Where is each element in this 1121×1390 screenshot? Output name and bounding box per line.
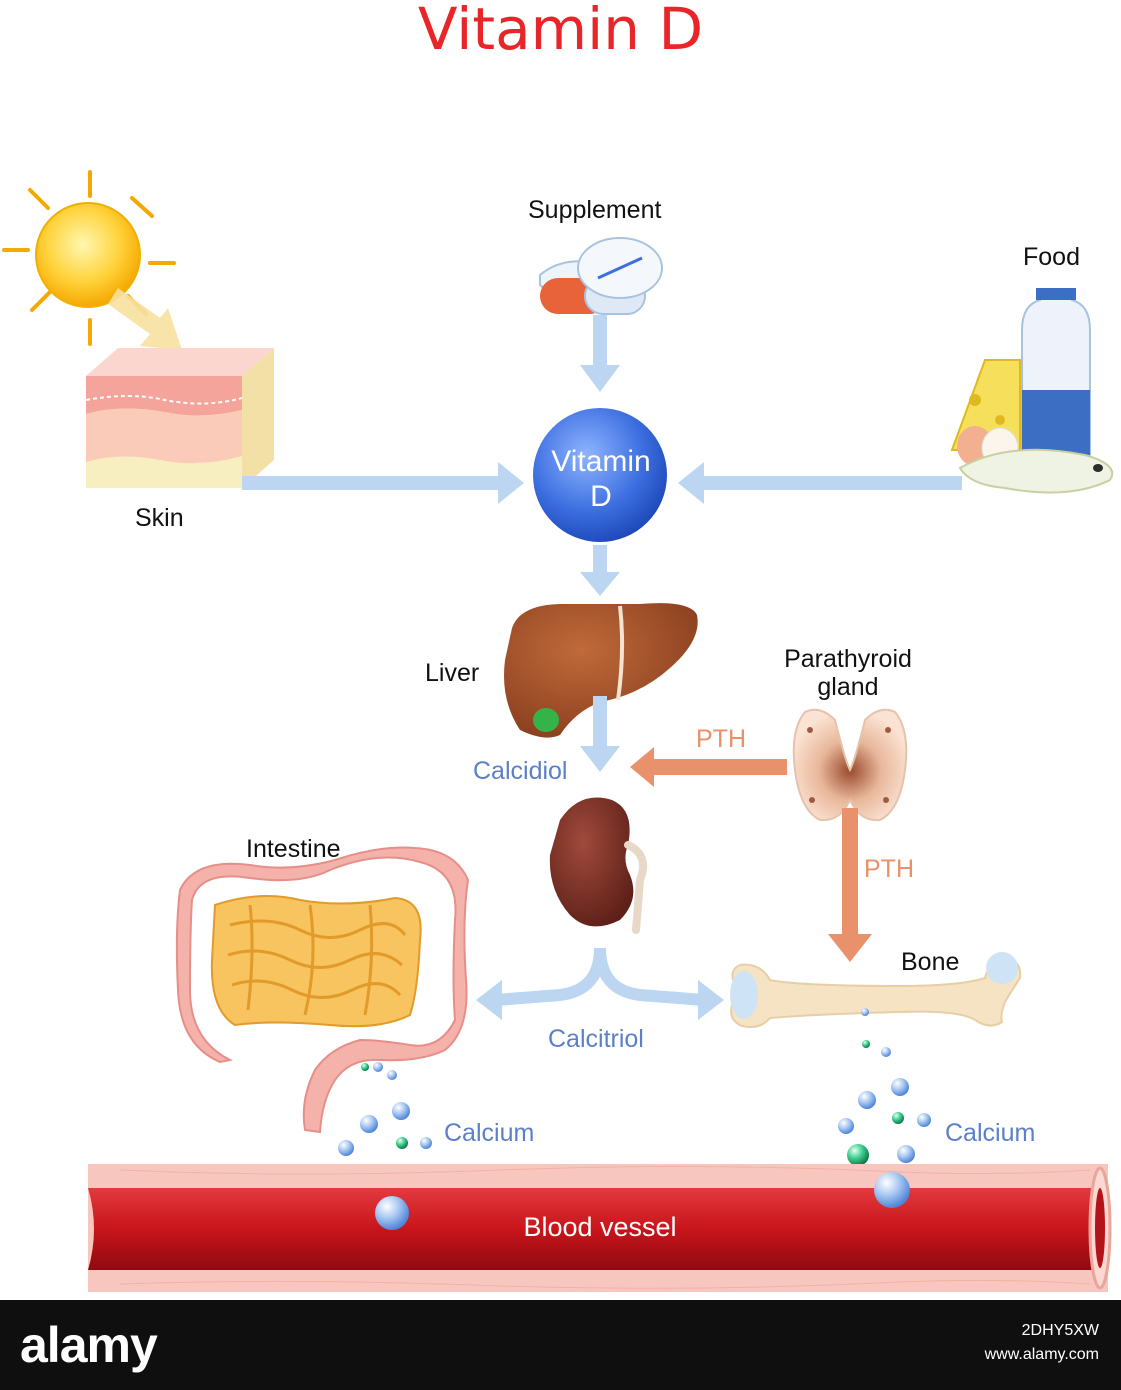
label-vitamin-d-line2: D — [590, 479, 612, 513]
bone-icon — [730, 952, 1022, 1028]
supplement-icon — [539, 237, 663, 315]
calcium-in-blood-left — [375, 1196, 409, 1230]
label-skin: Skin — [135, 504, 184, 532]
liver-icon — [504, 603, 698, 738]
label-parathyroid-line1: Parathyroid — [784, 645, 912, 673]
label-pth-left: PTH — [696, 725, 746, 753]
footer-logo: alamy — [20, 1317, 158, 1373]
label-vitamin-d-line1: Vitamin — [551, 445, 651, 478]
label-parathyroid-gland: Parathyroid gland — [768, 645, 928, 701]
label-pth-down: PTH — [864, 855, 914, 883]
arrow-pth-to-kidney — [630, 747, 787, 787]
label-food: Food — [1023, 243, 1080, 271]
kidney-icon — [549, 797, 647, 934]
blood-vessel-icon — [88, 1164, 1112, 1292]
footer-image-id: 2DHY5XW — [1021, 1322, 1099, 1339]
intestine-icon — [175, 846, 470, 1134]
arrow-food-to-vitamin-d — [678, 462, 962, 504]
parathyroid-gland-icon — [792, 708, 908, 822]
label-calcitriol: Calcitriol — [548, 1025, 644, 1053]
diagram-title: Vitamin D — [417, 0, 704, 63]
arrow-to-intestine-head — [476, 980, 502, 1020]
vitamin-d-circle — [533, 408, 667, 542]
arrow-calcitriol-branch — [497, 947, 703, 1006]
footer-bar: alamy 2DHY5XW www.alamy.com — [0, 1300, 1121, 1390]
calcium-in-blood-right — [874, 1172, 910, 1208]
label-blood-vessel: Blood vessel — [523, 1212, 677, 1242]
arrow-supplement-to-vitamin-d — [580, 315, 620, 392]
label-intestine: Intestine — [246, 835, 341, 863]
food-icon — [950, 288, 1114, 494]
calcium-bubbles-bone — [838, 1008, 931, 1166]
label-supplement: Supplement — [528, 196, 662, 224]
label-vitamin-d: Vitamin D — [531, 445, 671, 514]
diagram-graphics — [2, 170, 1114, 1292]
footer-url: www.alamy.com — [984, 1346, 1099, 1363]
skin-icon — [85, 348, 274, 488]
label-calcium-right: Calcium — [945, 1119, 1036, 1147]
label-calcidiol: Calcidiol — [473, 757, 568, 785]
label-liver: Liver — [425, 659, 480, 687]
sunlight-arrow — [108, 288, 182, 350]
label-bone: Bone — [901, 948, 960, 976]
label-calcium-left: Calcium — [444, 1119, 535, 1147]
label-parathyroid-line2: gland — [817, 672, 879, 701]
arrow-skin-to-vitamin-d — [242, 462, 524, 504]
arrow-pth-to-bone — [828, 808, 872, 962]
arrow-to-bone-head — [698, 980, 724, 1020]
arrow-liver-to-kidney — [580, 696, 620, 772]
arrow-vitamin-d-to-liver — [580, 545, 620, 596]
